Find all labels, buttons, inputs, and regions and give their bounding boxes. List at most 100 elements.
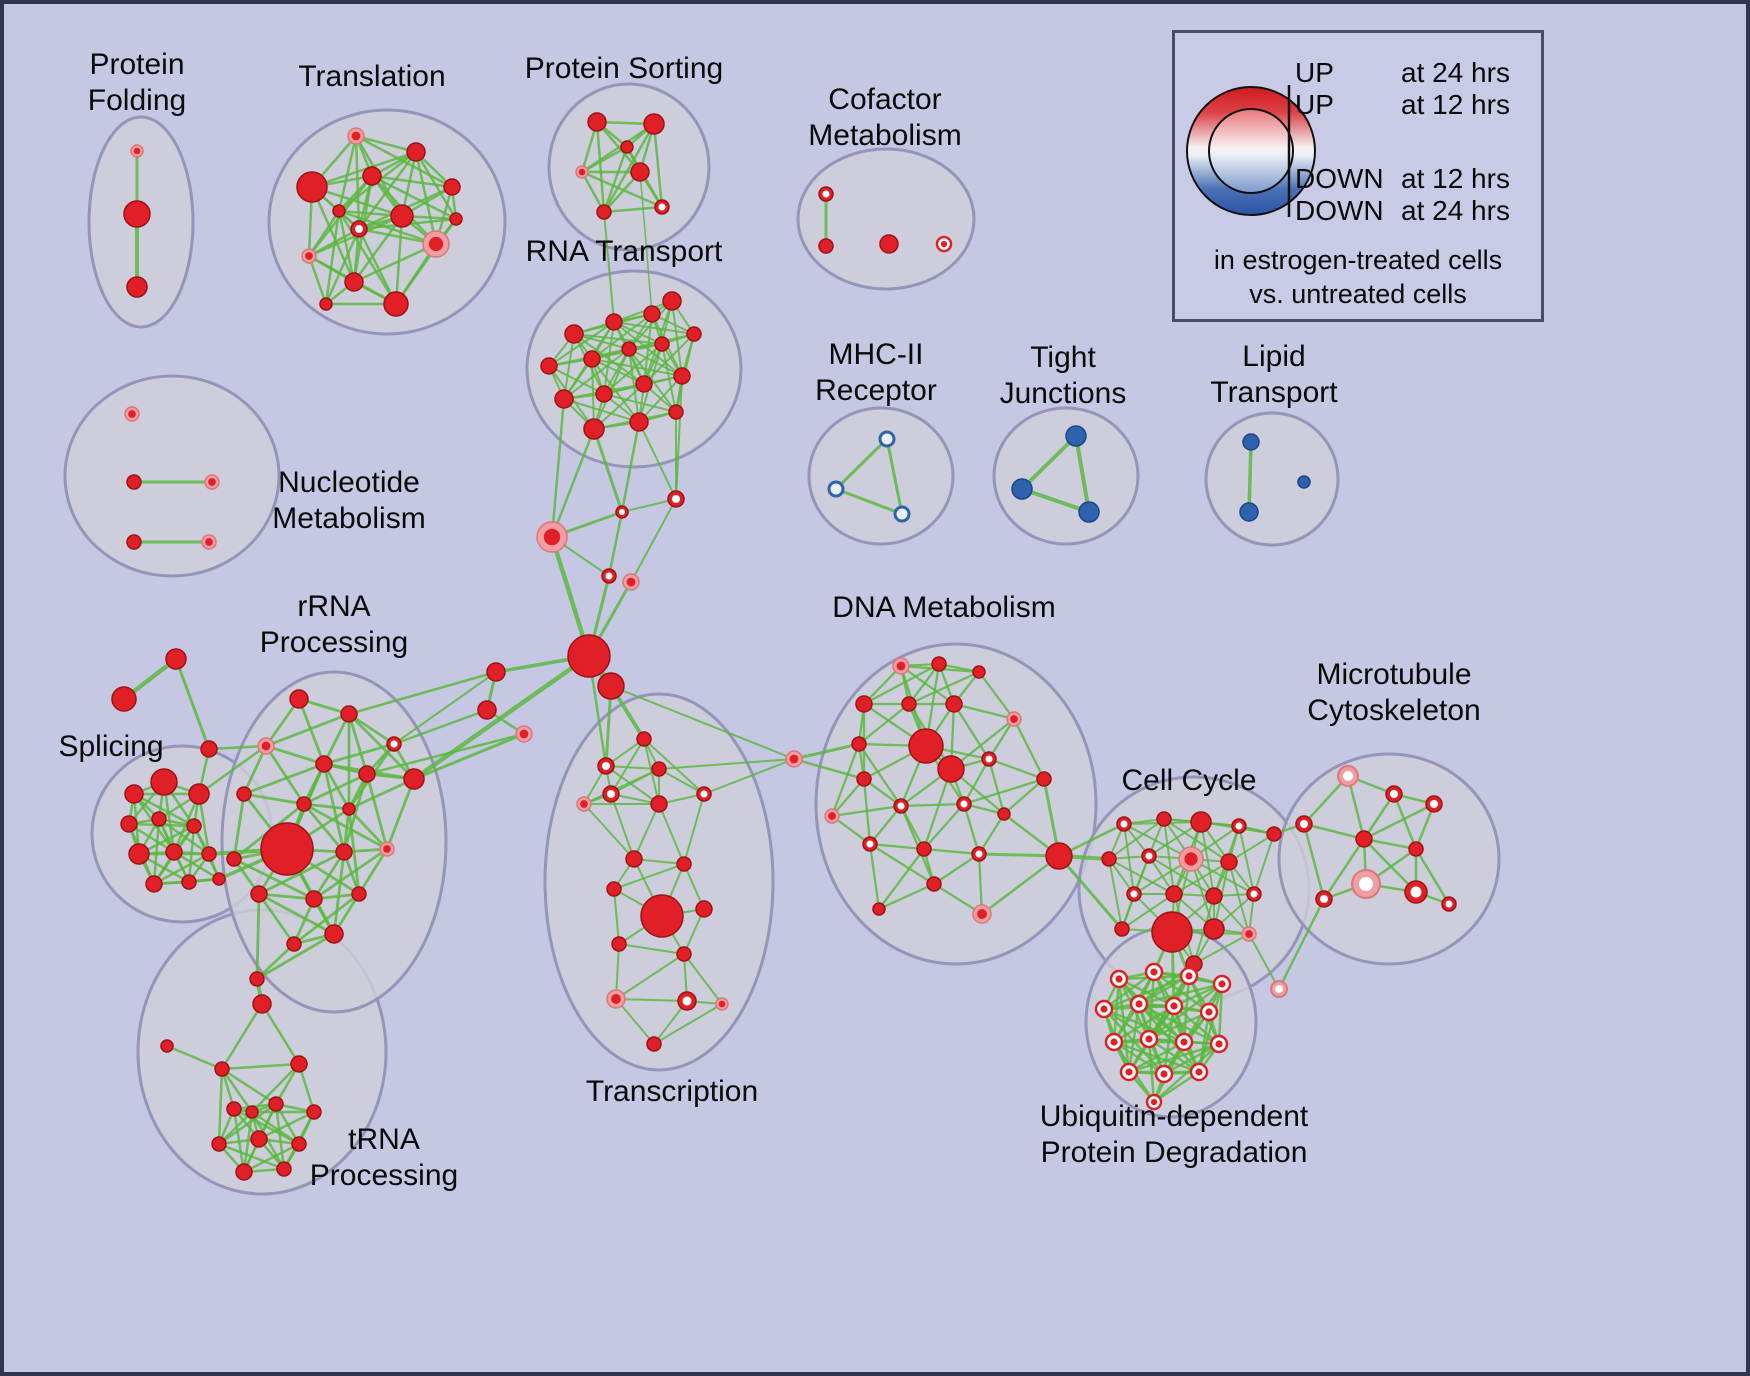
network-node	[252, 994, 272, 1014]
network-edge	[337, 209, 398, 306]
network-edge	[357, 150, 418, 231]
network-node	[289, 689, 309, 709]
network-edge	[1102, 970, 1156, 1011]
network-node-core	[1218, 980, 1226, 988]
network-edge	[257, 892, 336, 936]
network-node-core	[1145, 1035, 1153, 1043]
network-node-core	[205, 538, 213, 546]
network-edge	[613, 300, 673, 323]
network-node-core	[1115, 975, 1123, 983]
network-edge	[1127, 1002, 1141, 1074]
cluster-label-rna-transport: RNA Transport	[526, 235, 723, 268]
network-node-core	[1195, 1068, 1203, 1076]
network-edge	[591, 358, 645, 385]
network-node	[1165, 885, 1183, 903]
network-node-core	[1245, 930, 1253, 938]
network-node	[587, 112, 607, 132]
network-edge	[1200, 821, 1215, 897]
network-node	[1203, 918, 1225, 940]
network-node	[567, 634, 611, 678]
network-node-core	[682, 996, 692, 1006]
network-node-core	[1135, 1000, 1143, 1008]
network-node	[1156, 811, 1172, 827]
network-node	[145, 875, 163, 893]
network-node-core	[672, 495, 680, 503]
network-node	[212, 872, 226, 886]
network-edge	[411, 653, 592, 782]
network-node	[620, 140, 634, 154]
network-edge	[877, 882, 936, 911]
network-edge	[414, 150, 458, 221]
network-edge	[347, 712, 369, 776]
network-edge	[242, 762, 326, 796]
network-edge	[1228, 833, 1275, 863]
network-node	[595, 385, 613, 403]
network-edge	[857, 702, 911, 746]
network-node	[201, 846, 217, 862]
network-edge	[1020, 487, 1091, 514]
network-edge	[310, 185, 356, 284]
legend-ring-12hrs	[1208, 108, 1294, 194]
network-node-core	[355, 225, 363, 233]
network-node	[296, 171, 328, 203]
network-node	[342, 802, 356, 816]
network-edge	[885, 437, 904, 516]
network-node	[286, 936, 302, 952]
network-node	[443, 178, 461, 196]
network-edge	[952, 702, 991, 761]
network-node	[260, 822, 314, 876]
network-edge	[257, 892, 316, 901]
network-edge	[1217, 982, 1224, 1046]
cluster-ellipse-tight-junctions	[992, 406, 1140, 546]
network-node	[676, 856, 692, 872]
legend-time-label: at 24 hrs	[1401, 57, 1510, 88]
network-node-core	[383, 845, 391, 853]
network-edge	[618, 943, 685, 955]
network-edge	[264, 744, 326, 766]
network-node	[872, 902, 886, 916]
network-edge	[264, 712, 351, 748]
network-node	[268, 1096, 284, 1112]
network-edge	[922, 802, 966, 851]
network-node	[695, 900, 713, 918]
network-edge	[1248, 933, 1280, 990]
network-edge	[370, 174, 458, 221]
network-node	[126, 276, 148, 298]
network-edge	[932, 852, 981, 886]
network-node	[630, 162, 650, 182]
network-edge	[980, 854, 1061, 916]
network-edge	[157, 817, 211, 856]
network-edge	[862, 664, 903, 706]
network-edge	[1392, 792, 1418, 851]
network-edge	[1147, 1037, 1156, 1104]
network-node	[908, 728, 944, 764]
network-edge	[613, 863, 685, 890]
network-edge	[257, 1110, 316, 1141]
network-node	[362, 166, 382, 186]
network-node	[1101, 851, 1117, 867]
network-edge	[638, 421, 677, 500]
network-edge	[250, 1110, 286, 1171]
network-edge	[392, 708, 489, 746]
network-edge	[868, 842, 926, 851]
network-node	[583, 418, 605, 440]
network-node	[673, 367, 691, 385]
network-node	[296, 796, 312, 812]
network-edge	[1253, 833, 1275, 895]
network-edge	[550, 427, 596, 539]
network-edge	[1247, 440, 1253, 514]
network-edge	[242, 1142, 301, 1174]
network-edge	[603, 393, 677, 413]
network-node-core	[1205, 1008, 1213, 1016]
network-node	[937, 755, 965, 783]
legend-direction-label: DOWN	[1295, 195, 1384, 226]
cluster-ellipse-microtubule-cytoskeleton	[1277, 752, 1501, 966]
network-node-core	[1275, 985, 1283, 993]
network-node	[1065, 425, 1087, 447]
network-edge	[274, 1102, 286, 1171]
network-node	[211, 1136, 227, 1152]
